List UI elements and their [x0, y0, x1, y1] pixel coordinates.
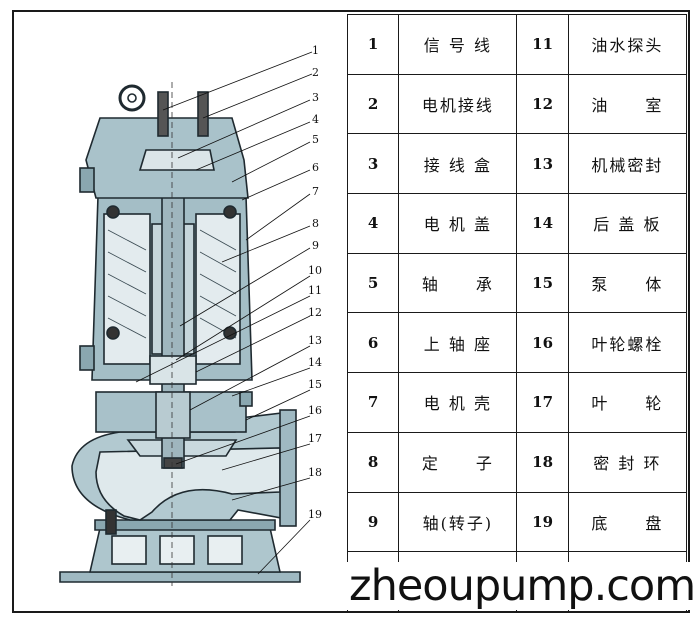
- callout-18: 18: [308, 466, 322, 479]
- side-plug-4: [105, 509, 117, 535]
- frame-border: [12, 10, 690, 613]
- right-num: 17: [516, 372, 569, 433]
- right-num: 13: [516, 133, 569, 195]
- right-num: 11: [516, 14, 569, 75]
- watermark-text: zheoupump.com: [347, 561, 698, 611]
- base-window-1: [111, 535, 147, 565]
- left-name: 信 号 线: [398, 14, 518, 75]
- impeller-bolt: [163, 457, 183, 469]
- base-window-2: [159, 535, 195, 565]
- right-num: 19: [516, 491, 569, 553]
- right-name: 油水探头: [567, 14, 688, 75]
- right-num: 14: [516, 193, 569, 254]
- parts-table: 1 信 号 线 11 油水探头 2 电机接线 12 油 室 3 接 线 盒 13…: [346, 14, 688, 612]
- lifting-ring: [118, 84, 146, 112]
- lifting-ring-hole: [127, 93, 137, 103]
- table-row: 8 定 子 18 密 封 环: [346, 431, 688, 493]
- callout-9: 9: [312, 239, 319, 252]
- callout-19: 19: [308, 508, 322, 521]
- table-row: 6 上 轴 座 16 叶轮螺栓: [346, 312, 688, 374]
- cable-gland-2: [197, 91, 209, 137]
- right-num: 16: [516, 312, 569, 374]
- table-row: 9 轴(转子) 19 底 盘: [346, 491, 688, 553]
- outlet-flange: [279, 409, 297, 527]
- junction-box: [138, 149, 215, 171]
- winding-end-1: [106, 205, 120, 219]
- right-name: 密 封 环: [567, 431, 688, 493]
- right-name: 油 室: [567, 73, 688, 135]
- callout-7: 7: [312, 185, 319, 198]
- callout-12: 12: [308, 306, 322, 319]
- right-name: 底 盘: [567, 491, 688, 553]
- left-name: 上 轴 座: [398, 312, 518, 374]
- left-name: 轴(转子): [398, 491, 518, 553]
- leader-lines: [135, 51, 313, 575]
- left-num: 8: [346, 431, 400, 493]
- callout-17: 17: [308, 432, 322, 445]
- left-num: 9: [346, 491, 400, 553]
- callout-10: 10: [308, 264, 322, 277]
- callout-numbers: 1 2 3 4 5 6 7 8 9 10 11 12 13 14 15 16 1…: [308, 44, 322, 521]
- winding-end-3: [106, 326, 120, 340]
- cable-gland-1: [157, 91, 169, 137]
- left-num: 3: [346, 133, 400, 195]
- left-name: 电机接线: [398, 73, 518, 135]
- callout-13: 13: [308, 334, 322, 347]
- callout-11: 11: [308, 284, 322, 297]
- callout-16: 16: [308, 404, 322, 417]
- outlet-channel: [95, 447, 281, 521]
- right-name: 泵 体: [567, 252, 688, 314]
- callout-2: 2: [312, 66, 319, 79]
- right-num: 18: [516, 431, 569, 493]
- callout-15: 15: [308, 378, 322, 391]
- base-top: [94, 519, 276, 531]
- winding-end-2: [223, 205, 237, 219]
- side-plug-2: [79, 345, 95, 371]
- bearing-lower: [149, 355, 197, 385]
- table-row: 3 接 线 盒 13 机械密封: [346, 133, 688, 195]
- table-row: 1 信 号 线 11 油水探头: [346, 14, 688, 75]
- callout-5: 5: [312, 133, 319, 146]
- right-num: 12: [516, 73, 569, 135]
- left-name: 电 机 壳: [398, 372, 518, 433]
- callout-6: 6: [312, 161, 319, 174]
- callout-4: 4: [312, 113, 319, 126]
- base-window-3: [207, 535, 243, 565]
- left-num: 5: [346, 252, 400, 314]
- mechanical-seal: [155, 391, 191, 439]
- left-num: 7: [346, 372, 400, 433]
- table-row: 2 电机接线 12 油 室: [346, 73, 688, 135]
- table-row: 7 电 机 壳 17 叶 轮: [346, 372, 688, 433]
- table-row: 4 电 机 盖 14 后 盖 板: [346, 193, 688, 254]
- right-name: 叶轮螺栓: [567, 312, 688, 374]
- stator-left: [103, 213, 151, 365]
- side-plug-1: [79, 167, 95, 193]
- left-num: 4: [346, 193, 400, 254]
- table-row: 5 轴 承 15 泵 体: [346, 252, 688, 314]
- right-name: 后 盖 板: [567, 193, 688, 254]
- side-plug-3: [239, 391, 253, 407]
- pump-drawing: [59, 84, 301, 583]
- callout-1: 1: [312, 44, 319, 57]
- left-name: 电 机 盖: [398, 193, 518, 254]
- stator-windings: [107, 229, 237, 339]
- left-name: 轴 承: [398, 252, 518, 314]
- callout-14: 14: [308, 356, 322, 369]
- right-name: 叶 轮: [567, 372, 688, 433]
- right-num: 15: [516, 252, 569, 314]
- left-num: 6: [346, 312, 400, 374]
- left-name: 定 子: [398, 431, 518, 493]
- left-name: 接 线 盒: [398, 133, 518, 195]
- base-plate: [59, 571, 301, 583]
- left-num: 2: [346, 73, 400, 135]
- right-name: 机械密封: [567, 133, 688, 195]
- left-num: 1: [346, 14, 400, 75]
- callout-3: 3: [312, 91, 319, 104]
- callout-8: 8: [312, 217, 319, 230]
